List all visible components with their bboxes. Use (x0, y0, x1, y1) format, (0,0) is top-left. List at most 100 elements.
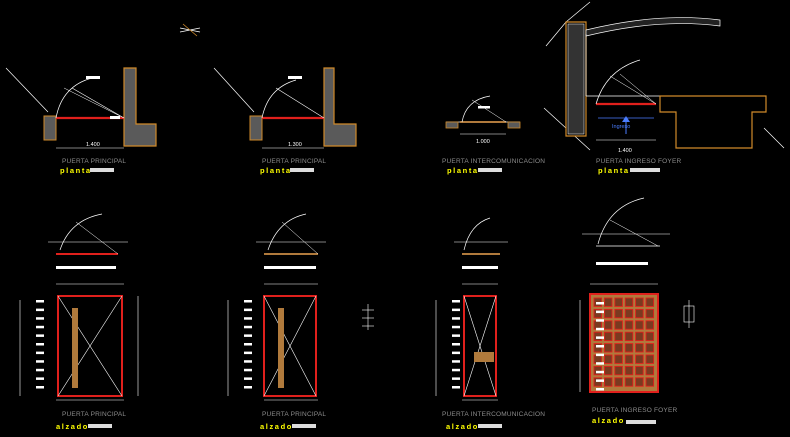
lattice-panel (635, 377, 644, 387)
plan-2-scale-bar (290, 168, 314, 172)
lattice-panel (624, 354, 634, 364)
dimension-tick (596, 319, 604, 322)
lattice-panel (645, 308, 655, 319)
lattice-panel (645, 320, 655, 330)
plan-4-subtitle: planta (598, 166, 630, 175)
lattice-panel (624, 331, 634, 342)
dimension-tick (244, 343, 252, 346)
dimension-tick (244, 317, 252, 320)
plan-view-3 (445, 95, 521, 135)
dimension-tick (596, 370, 604, 374)
lattice-panel (593, 377, 603, 387)
dimension-tick (596, 345, 604, 348)
lattice-panel (624, 308, 634, 319)
dimension-tick (596, 336, 604, 339)
elevation-view-2 (227, 213, 326, 401)
dimension-tick-marks (36, 300, 604, 391)
elevation-4-title: PUERTA INGRESO FOYER (592, 407, 677, 414)
lattice-panel (593, 354, 603, 364)
dimension-tick (36, 386, 44, 389)
elevation-1-subtitle: alzado (56, 422, 89, 431)
dimension-tick (452, 377, 460, 380)
lattice-panel (603, 377, 613, 387)
section-detail-symbol (362, 304, 374, 330)
elevation-3-scale-bar (478, 424, 502, 428)
dimension-tick (244, 300, 252, 303)
lattice-panel (614, 297, 623, 307)
lattice-panel (635, 354, 644, 364)
dimension-tick (452, 351, 460, 355)
lattice-panel (614, 354, 623, 364)
lattice-panel (603, 320, 613, 330)
key-symbol (179, 23, 201, 37)
elevation-4-scale-bar (626, 420, 656, 424)
lattice-panel (635, 320, 644, 330)
dimension-tick (36, 343, 44, 346)
lattice-panel (624, 297, 634, 307)
plan-4-title: PUERTA INGRESO FOYER (596, 158, 681, 165)
lattice-panel (635, 331, 644, 342)
lattice-panel (614, 331, 623, 342)
dimension-tick (244, 351, 252, 355)
dimension-tick (596, 379, 604, 382)
lattice-panel (645, 365, 655, 376)
lattice-panel (593, 343, 603, 353)
dimension-tick (452, 317, 460, 320)
plan-1-title: PUERTA PRINCIPAL (62, 158, 126, 165)
plan-1-dimension: 1.400 (86, 142, 100, 148)
dimension-tick (36, 325, 44, 329)
lattice-panel (635, 308, 644, 319)
lattice-panel (635, 343, 644, 353)
foyer-detail-symbol (683, 300, 695, 328)
plan-3-dimension: 1.000 (476, 139, 490, 145)
lattice-panel (593, 365, 603, 376)
dimension-tick (36, 368, 44, 372)
lattice-panel (614, 308, 623, 319)
plan-3-scale-bar (478, 168, 502, 172)
elevation-3-subtitle: alzado (446, 422, 479, 431)
dimension-tick (244, 377, 252, 380)
elevation-view-3 (435, 217, 508, 401)
lattice-panel (645, 354, 655, 364)
dimension-tick (452, 325, 460, 329)
elevation-view-1 (19, 213, 139, 401)
dimension-tick (596, 310, 604, 314)
dimension-tick (452, 368, 460, 372)
plan-2-title: PUERTA PRINCIPAL (262, 158, 326, 165)
lattice-panel (645, 377, 655, 387)
plan-3-subtitle: planta (447, 166, 479, 175)
dimension-tick (244, 308, 252, 312)
plan-view-4 (543, 1, 785, 151)
dimension-tick (244, 360, 252, 363)
dimension-tick (452, 343, 460, 346)
lattice-panel (624, 320, 634, 330)
lattice-panel (614, 365, 623, 376)
dimension-tick (244, 334, 252, 337)
plan-view-1 (5, 67, 157, 149)
dimension-tick (452, 300, 460, 303)
lattice-panel (614, 320, 623, 330)
elevation-2-scale-bar (292, 424, 316, 428)
dimension-tick (596, 362, 604, 365)
elevation-3-title: PUERTA INTERCOMUNICACION (442, 411, 545, 418)
lattice-panel (603, 354, 613, 364)
dimension-tick (36, 300, 44, 303)
lattice-panel (614, 377, 623, 387)
lattice-panel (624, 343, 634, 353)
elevation-1-title: PUERTA PRINCIPAL (62, 411, 126, 418)
plan-4-ingreso-label: Ingreso (612, 124, 630, 130)
plan-3-title: PUERTA INTERCOMUNICACION (442, 158, 545, 165)
lattice-panel (603, 331, 613, 342)
dimension-tick (596, 353, 604, 357)
lattice-panel (645, 343, 655, 353)
elevation-4-subtitle: alzado (592, 416, 625, 425)
dimension-tick (452, 308, 460, 312)
lattice-panel (645, 297, 655, 307)
plan-2-dimension: 1.300 (288, 142, 302, 148)
plan-1-scale-bar (90, 168, 114, 172)
dimension-tick (596, 388, 604, 391)
lattice-panel (603, 308, 613, 319)
lattice-panel (603, 297, 613, 307)
